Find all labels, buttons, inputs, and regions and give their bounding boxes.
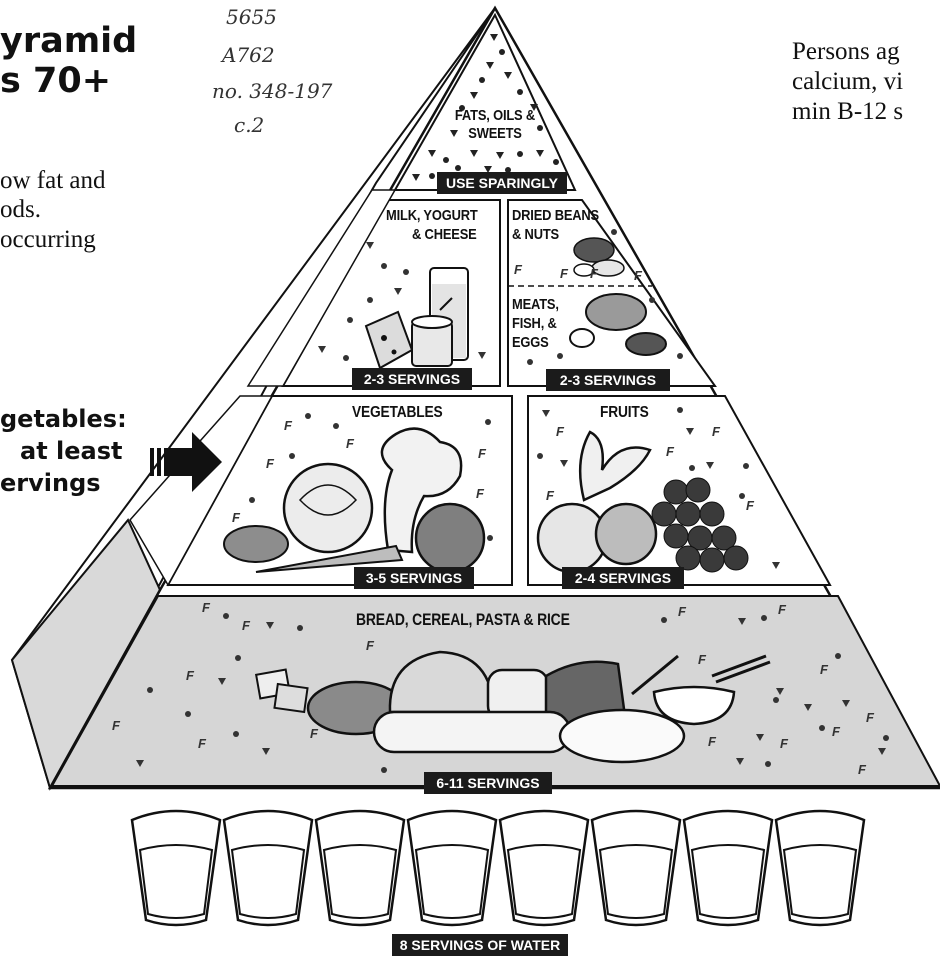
svg-text:F: F — [366, 638, 375, 653]
upper-left-side — [246, 189, 397, 387]
intro-text-line-3: occurring — [0, 226, 96, 253]
svg-text:F: F — [346, 436, 355, 451]
fats-symbols — [412, 34, 559, 181]
meats-label-line-2: FISH, & — [512, 315, 557, 332]
svg-text:F: F — [478, 446, 487, 461]
svg-text:F: F — [634, 268, 643, 283]
call-number-line-3: no. 348-197 — [212, 79, 333, 103]
call-number-line-4: c.2 — [234, 113, 265, 137]
water-glass-icon — [682, 809, 774, 927]
water-glass-icon — [314, 809, 406, 927]
svg-text:F: F — [778, 602, 787, 617]
water-glass-icon — [130, 809, 222, 927]
svg-text:F: F — [198, 736, 207, 751]
svg-text:F: F — [832, 724, 841, 739]
beans-label-line-2: & NUTS — [512, 226, 559, 243]
title-line-2: s 70+ — [0, 61, 112, 101]
water-glass-icon — [406, 809, 498, 927]
vegetables-banner: 3-5 SERVINGS — [354, 567, 474, 589]
fruits-label: FRUITS — [600, 404, 649, 421]
meat-fish-eggs-icon — [569, 293, 667, 356]
intro-text-line-1: ow fat and — [0, 167, 106, 194]
milk-label-line-2: & CHEESE — [412, 226, 477, 243]
water-glass-icon — [774, 809, 866, 927]
call-number-line-1: 5655 — [226, 5, 277, 29]
title-line-1: yramid — [0, 21, 138, 61]
meats-label-line-1: MEATS, — [512, 296, 559, 313]
svg-text:F: F — [666, 444, 675, 459]
side-callout-line-2: at least — [20, 437, 123, 465]
arrow-icon — [150, 432, 222, 492]
right-text-line-1: Persons ag — [792, 38, 900, 65]
water-glasses — [130, 809, 866, 927]
svg-text:F: F — [186, 668, 195, 683]
svg-text:F: F — [232, 510, 241, 525]
svg-text:F: F — [284, 418, 293, 433]
svg-text:F: F — [746, 498, 755, 513]
side-callout-line-1: getables: — [0, 405, 127, 433]
svg-text:F: F — [112, 718, 121, 733]
milk-label-line-1: MILK, YOGURT — [386, 207, 478, 224]
water-glass-icon — [498, 809, 590, 927]
svg-text:F: F — [698, 652, 707, 667]
fruits-icon — [536, 430, 749, 574]
svg-text:F: F — [514, 262, 523, 277]
fats-label-line-2: SWEETS — [468, 125, 522, 142]
vegetable-symbols: F F F F F F — [232, 413, 493, 541]
fruit-symbols: F F F F F — [537, 407, 780, 569]
right-text-line-2: calcium, vi — [792, 68, 904, 95]
svg-text:F: F — [266, 456, 275, 471]
vegetables-label: VEGETABLES — [352, 404, 443, 421]
svg-text:F: F — [310, 726, 319, 741]
svg-text:F: F — [202, 600, 211, 615]
svg-text:F: F — [242, 618, 251, 633]
svg-text:F: F — [476, 486, 485, 501]
fats-label-line-1: FATS, OILS & — [454, 107, 536, 124]
svg-text:F: F — [546, 488, 555, 503]
water-glass-icon — [590, 809, 682, 927]
water-banner: 8 SERVINGS OF WATER — [392, 934, 568, 956]
meat-symbols: F F F F — [514, 229, 683, 365]
cheese-and-yogurt-icon — [364, 310, 453, 370]
grains-label: BREAD, CEREAL, PASTA & RICE — [356, 610, 570, 629]
grain-symbols: F F F F F F F F F F F F F F F F — [112, 600, 889, 777]
vegetables-icon — [223, 427, 486, 574]
fruits-banner: 2-4 SERVINGS — [562, 567, 684, 589]
svg-text:F: F — [678, 604, 687, 619]
meats-label-line-3: EGGS — [512, 334, 549, 351]
svg-text:F: F — [780, 736, 789, 751]
svg-text:F: F — [820, 662, 829, 677]
svg-text:F: F — [858, 762, 867, 777]
grains-icon — [254, 650, 771, 764]
svg-text:F: F — [866, 710, 875, 725]
water-glass-icon — [222, 809, 314, 927]
beans-label-line-1: DRIED BEANS — [512, 207, 599, 224]
call-number-line-2: A762 — [222, 43, 275, 67]
milk-symbols — [318, 242, 486, 361]
beans-icon — [573, 237, 625, 277]
grains-banner: 6-11 SERVINGS — [424, 772, 552, 794]
svg-text:F: F — [590, 266, 599, 281]
svg-text:F: F — [560, 266, 569, 281]
fats-banner: USE SPARINGLY — [437, 172, 567, 194]
intro-text-line-2: ods. — [0, 196, 41, 223]
side-callout-line-3: ervings — [0, 469, 101, 497]
right-text-line-3: min B-12 s — [792, 98, 904, 125]
milk-banner: 2-3 SERVINGS — [352, 368, 472, 390]
meat-banner: 2-3 SERVINGS — [546, 369, 670, 391]
svg-text:F: F — [712, 424, 721, 439]
middle-left-side — [129, 395, 274, 587]
svg-text:F: F — [556, 424, 565, 439]
svg-text:F: F — [708, 734, 717, 749]
